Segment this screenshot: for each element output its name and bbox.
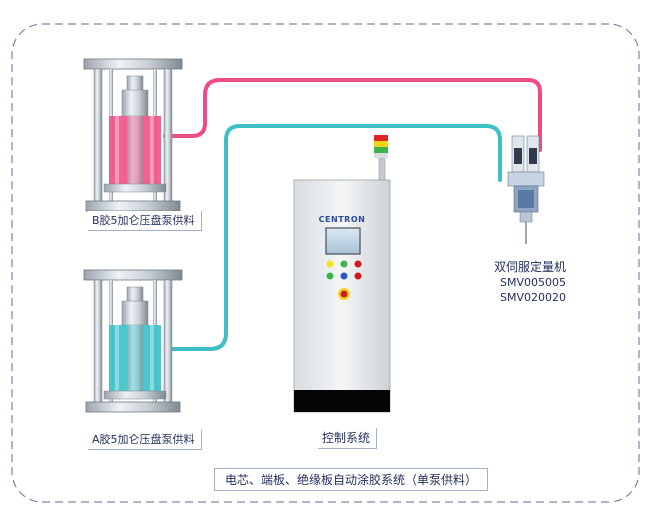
- indicator-red: [354, 260, 362, 268]
- dispensing-valve: [507, 135, 545, 244]
- button-red: [354, 272, 362, 280]
- estop-icon: [340, 290, 348, 298]
- control-label: 控制系统: [318, 428, 378, 449]
- pump-b-label: B胶5加仑压盘泵供料: [88, 211, 202, 231]
- hose-a: [166, 124, 502, 351]
- indicator-green: [340, 260, 348, 268]
- system-frame: [11, 23, 640, 503]
- pump-a: [83, 269, 183, 413]
- pump-a-label: A胶5加仑压盘泵供料: [88, 430, 202, 450]
- tower-light-green: [374, 147, 388, 153]
- indicator-yellow: [326, 260, 334, 268]
- control-cabinet: [293, 135, 391, 413]
- system-title: 电芯、端板、绝缘板自动涂胶系统（单泵供料）: [214, 468, 489, 491]
- tower-light-red: [374, 135, 388, 141]
- cabinet-brand: CENTRON: [318, 215, 366, 224]
- hmi-screen: [325, 227, 361, 255]
- button-green: [326, 272, 334, 280]
- hose-b: [163, 78, 542, 152]
- button-blue: [340, 272, 348, 280]
- valve-name: 双伺服定量机: [494, 260, 567, 274]
- pump-b: [83, 58, 183, 212]
- valve-model-1: SMV005005: [500, 276, 566, 289]
- valve-model-2: SMV020020: [500, 291, 566, 304]
- tower-light-yellow: [374, 141, 388, 147]
